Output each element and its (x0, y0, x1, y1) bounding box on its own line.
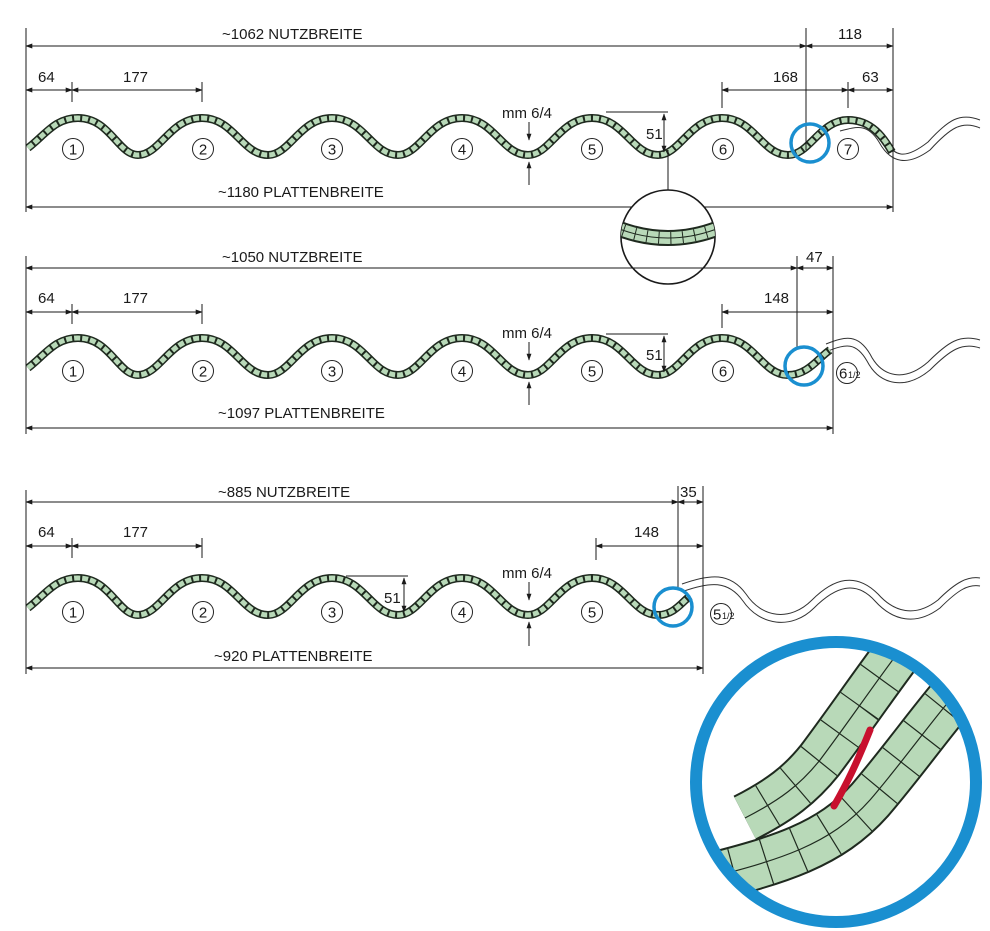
svg-text:5: 5 (713, 607, 721, 624)
corrugation-number: 4 (451, 138, 473, 160)
corrugation-number: 1 (62, 360, 84, 382)
corrugation-number: 6 (712, 138, 734, 160)
height-dim-label: 51 (646, 347, 663, 364)
thickness-label: mm 6/4 (502, 105, 552, 122)
panel-7-labels: ~1062 NUTZBREITE 118 64 177 168 63 mm 6/… (38, 26, 879, 201)
useful-width-label: ~885 NUTZBREITE (218, 484, 350, 501)
svg-text:2: 2 (199, 142, 207, 159)
svg-text:1/2: 1/2 (848, 370, 861, 380)
svg-text:3: 3 (328, 142, 336, 159)
sheet-width-label: ~1180 PLATTENBREITE (218, 184, 384, 201)
edge-dim-label: 64 (38, 69, 55, 86)
ghost-sheet (683, 584, 981, 623)
corrugation-number: 2 (192, 138, 214, 160)
overlap-highlight-circle (789, 122, 831, 164)
overlap-detail-zoom (690, 636, 982, 928)
pitch-dim-label: 177 (123, 69, 148, 86)
svg-text:2: 2 (199, 605, 207, 622)
edge-dim-label: 64 (38, 524, 55, 541)
section-magnifier (620, 150, 716, 285)
outer-dim-label: 118 (838, 26, 862, 43)
svg-text:1: 1 (69, 364, 77, 381)
svg-text:4: 4 (458, 142, 466, 159)
corrugation-number: 3 (321, 601, 343, 623)
thickness-label: mm 6/4 (502, 565, 552, 582)
svg-text:1: 1 (69, 142, 77, 159)
panel-7-corrugation-numbers: 1 2 3 4 5 6 7 (62, 138, 859, 160)
sheet-width-label: ~1097 PLATTENBREITE (218, 405, 385, 422)
overlap-dim-label: 148 (764, 290, 789, 307)
half-corrugation-number: 6 1/2 (836, 362, 861, 384)
svg-text:5: 5 (588, 142, 596, 159)
svg-text:1/2: 1/2 (722, 611, 735, 621)
corrugation-number: 1 (62, 138, 84, 160)
corrugation-number: 4 (451, 601, 473, 623)
pitch-dim-label: 177 (123, 290, 148, 307)
half-corrugation-number: 5 1/2 (710, 603, 735, 625)
corrugation-number: 2 (192, 360, 214, 382)
overlap-dim-label: 148 (634, 524, 659, 541)
sheet-core (26, 575, 692, 618)
corrugation-number: 4 (451, 360, 473, 382)
panel-5half-corrugations (25, 573, 981, 623)
overlap-dim-label: 168 (773, 69, 798, 86)
panel-6half-corrugations (25, 333, 981, 384)
corrugation-number: 5 (581, 601, 603, 623)
overlap-highlight-circle (783, 345, 825, 387)
ghost-sheet (681, 576, 981, 615)
panel-6half-dimensions (25, 256, 834, 434)
svg-text:3: 3 (328, 364, 336, 381)
panel-5half-labels: ~885 NUTZBREITE 35 64 177 148 mm 6/4 51 … (38, 484, 697, 665)
svg-text:5: 5 (588, 364, 596, 381)
outer-dim-label: 35 (680, 484, 697, 501)
sheet-width-label: ~920 PLATTENBREITE (214, 648, 373, 665)
sheet-core (26, 115, 895, 158)
height-dim-label: 51 (646, 126, 663, 143)
svg-text:5: 5 (588, 605, 596, 622)
edge-dim-label: 64 (38, 290, 55, 307)
detail-zoom-frame (690, 636, 982, 928)
corrugation-number: 1 (62, 601, 84, 623)
height-dim-label: 51 (384, 590, 401, 607)
svg-text:3: 3 (328, 605, 336, 622)
svg-text:4: 4 (458, 364, 466, 381)
corrugation-number: 6 (712, 360, 734, 382)
pitch-dim-label: 177 (123, 524, 148, 541)
panel-7-dimensions (25, 28, 894, 212)
ghost-sheet (827, 345, 981, 384)
svg-text:6: 6 (719, 142, 727, 159)
corrugation-number: 5 (581, 360, 603, 382)
ghost-sheet (825, 337, 981, 376)
svg-text:6: 6 (839, 366, 847, 383)
svg-text:6: 6 (719, 364, 727, 381)
side-dim-label: 63 (862, 69, 879, 86)
panel-5half-corrugation-numbers: 1 2 3 4 5 5 1/2 (62, 601, 735, 625)
corrugation-number: 5 (581, 138, 603, 160)
sheet-core (26, 335, 832, 378)
thickness-label: mm 6/4 (502, 325, 552, 342)
useful-width-label: ~1050 NUTZBREITE (222, 249, 362, 266)
corrugation-number: 3 (321, 138, 343, 160)
svg-text:4: 4 (458, 605, 466, 622)
corrugation-number: 7 (837, 138, 859, 160)
panel-7-corrugations (25, 113, 981, 161)
panel-6half-labels: ~1050 NUTZBREITE 47 64 177 148 mm 6/4 51… (38, 249, 823, 422)
panel-6half-corrugation-numbers: 1 2 3 4 5 6 6 1/2 (62, 360, 861, 384)
corrugation-number: 2 (192, 601, 214, 623)
sealing-strip (830, 726, 874, 810)
outer-dim-label: 47 (806, 249, 823, 266)
svg-text:1: 1 (69, 605, 77, 622)
svg-text:2: 2 (199, 364, 207, 381)
ghost-sheet (839, 124, 981, 161)
svg-text:7: 7 (844, 142, 852, 159)
corrugation-number: 3 (321, 360, 343, 382)
useful-width-label: ~1062 NUTZBREITE (222, 26, 362, 43)
panel-5half-dimensions (25, 486, 704, 674)
overlap-highlight-circle (652, 586, 694, 628)
